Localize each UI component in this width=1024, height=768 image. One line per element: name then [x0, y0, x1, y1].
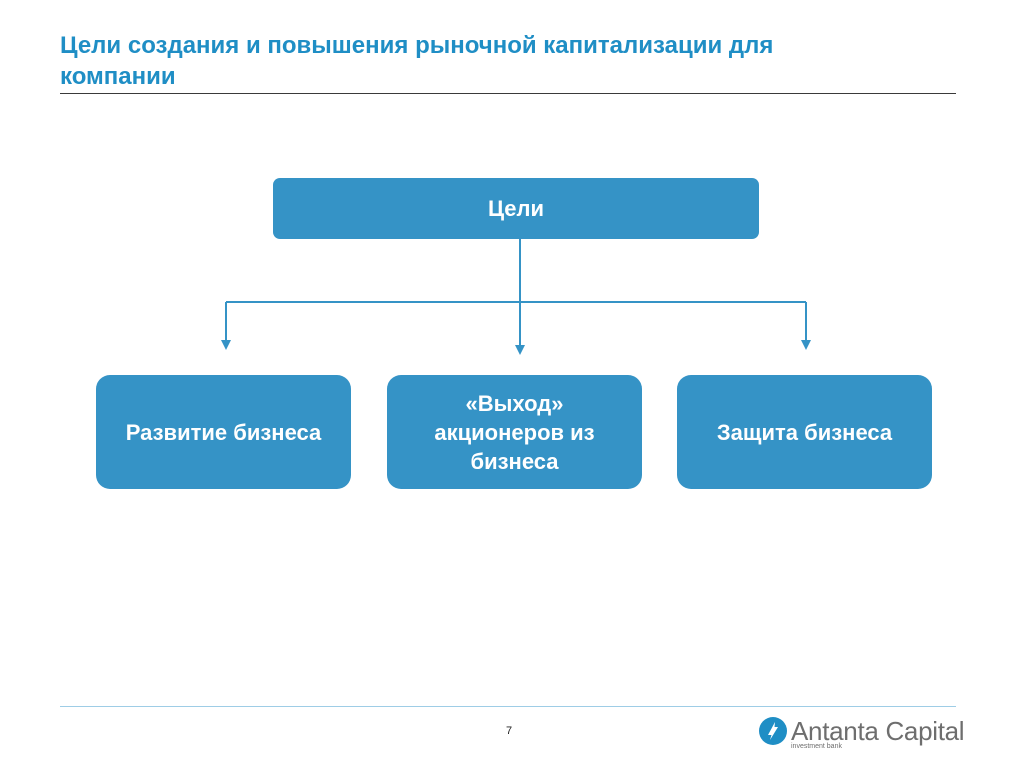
title-divider [60, 93, 956, 94]
node-goals: Цели [273, 178, 759, 239]
slide-title: Цели создания и повышения рыночной капит… [60, 32, 774, 90]
node-business-development: Развитие бизнеса [96, 375, 351, 489]
logo-subtitle: investment bank [791, 743, 842, 750]
antanta-logo-icon [759, 717, 787, 745]
footer-divider [60, 706, 956, 707]
node-goals-label: Цели [487, 195, 545, 221]
node-business-protection-label: Защита бизнеса [716, 419, 893, 445]
node-shareholder-exit: «Выход» акционеров из бизнеса [387, 375, 642, 489]
node-business-protection: Защита бизнеса [677, 375, 932, 489]
page-number: 7 [506, 725, 513, 737]
logo-name: Antanta Capital [791, 716, 965, 746]
node-business-development-label: Развитие бизнеса [125, 419, 322, 445]
company-logo: Antanta Capital investment bank [758, 716, 965, 760]
node-shareholder-exit-label: «Выход» акционеров из бизнеса [434, 390, 595, 474]
